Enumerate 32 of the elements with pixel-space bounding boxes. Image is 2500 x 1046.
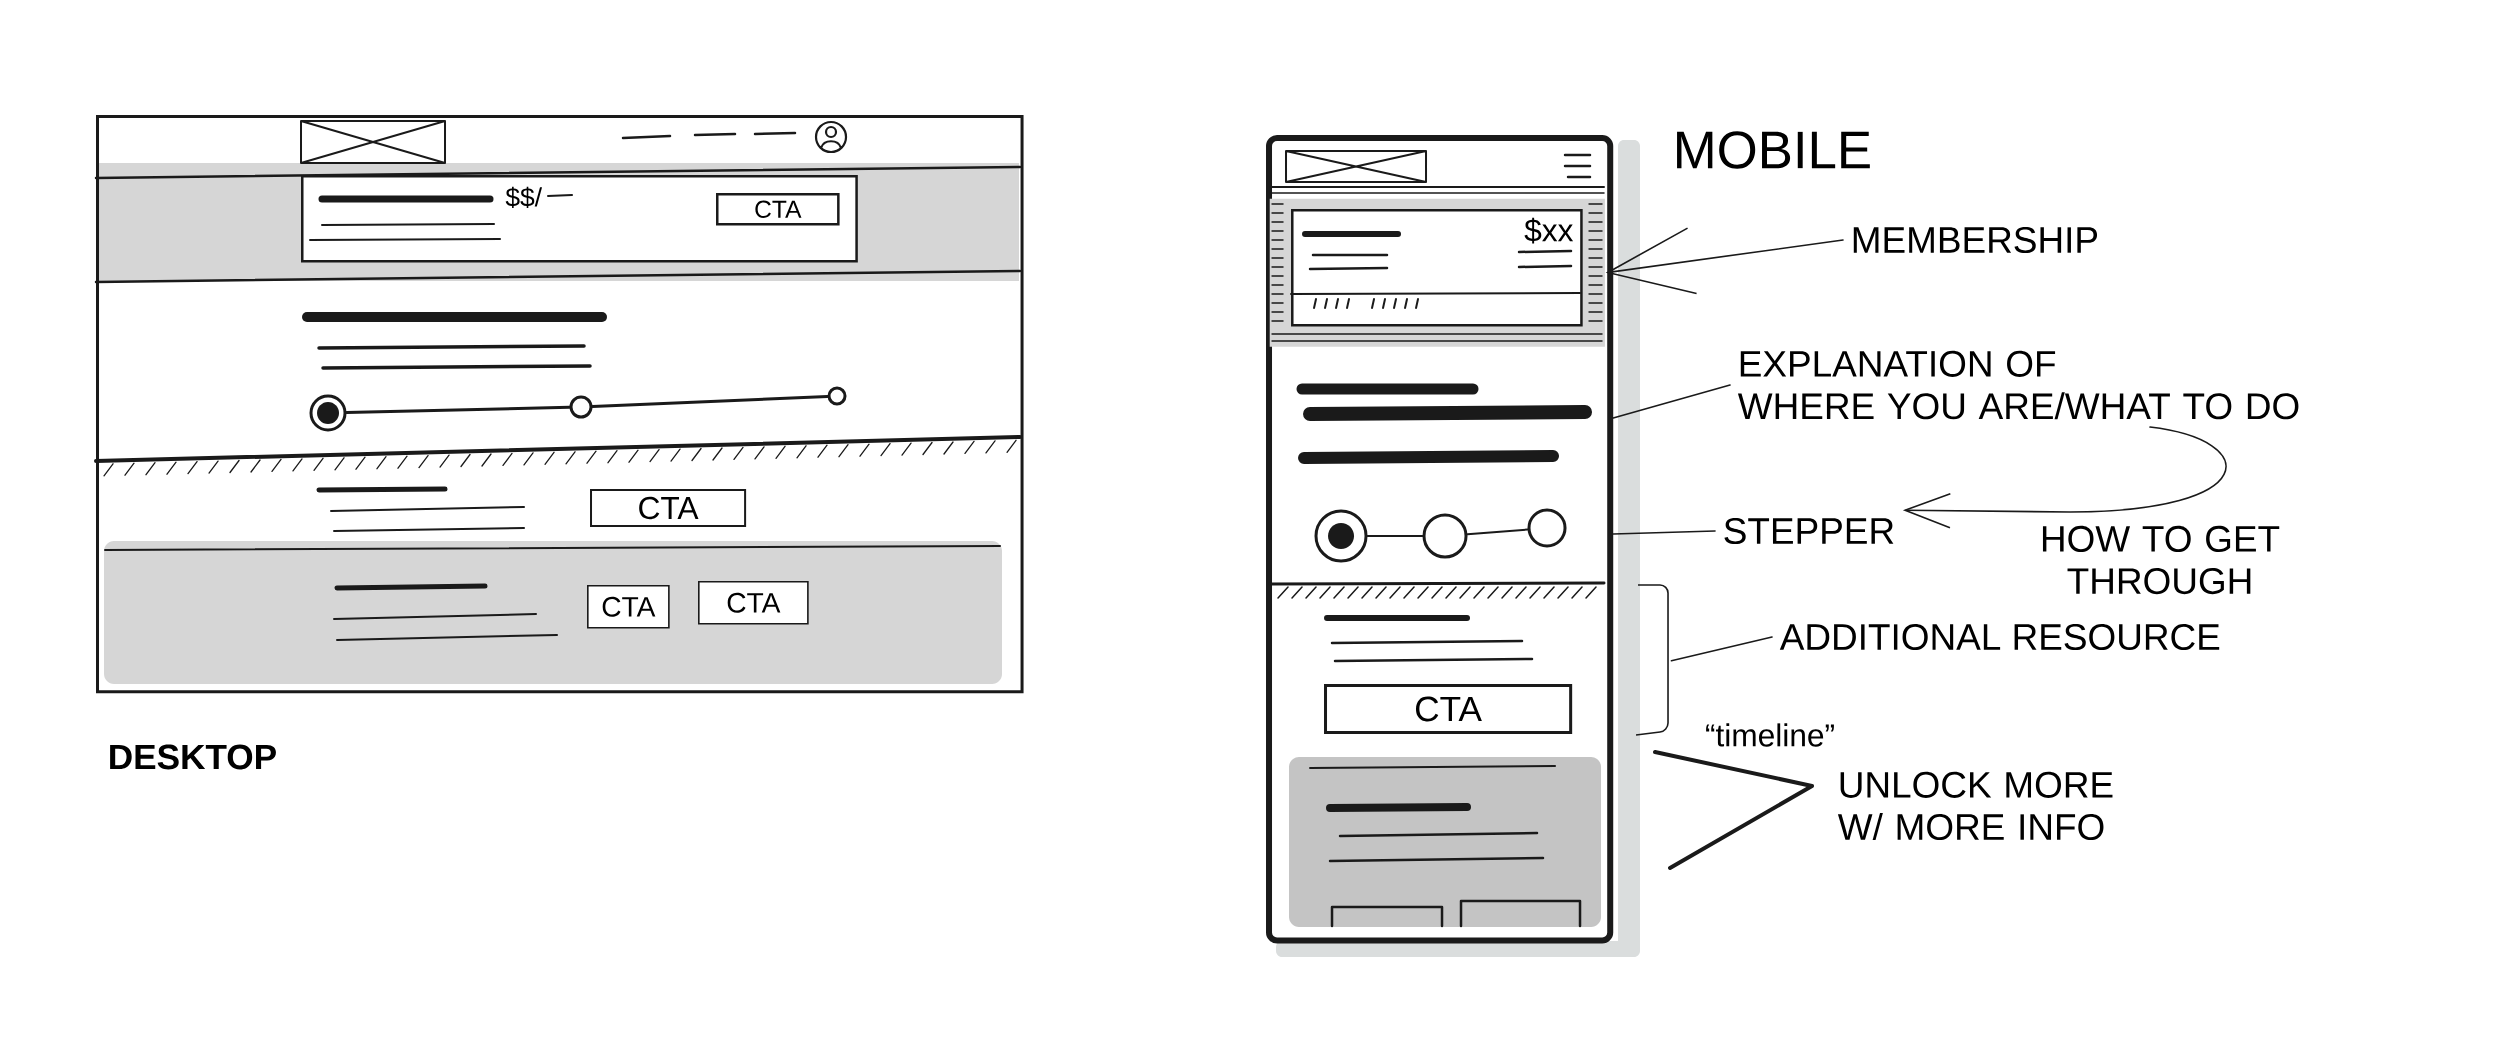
annotation: EXPLANATION OF WHERE YOU ARE/WHAT TO DO <box>1737 350 2299 420</box>
frame-label: DESKTOP <box>110 744 276 770</box>
bracket <box>1635 584 1669 736</box>
frame-label: MOBILE <box>1677 131 1870 169</box>
cta-button: CTA <box>587 585 670 629</box>
cta-button: CTA <box>698 581 809 625</box>
annotation: UNLOCK MORE W/ MORE INFO <box>1837 771 2113 841</box>
cta-button: CTA <box>716 193 840 226</box>
leader-line <box>1612 384 1731 419</box>
step-circle <box>569 395 593 419</box>
cta-button: CTA <box>590 489 747 527</box>
annotation: ADDITIONAL RESOURCE <box>1779 623 2220 651</box>
step-line <box>1466 528 1529 536</box>
step-line <box>591 394 829 408</box>
leader-line <box>1612 530 1716 535</box>
cta-button: CTA <box>1324 684 1573 735</box>
annotation: MEMBERSHIP <box>1853 226 2098 254</box>
step-circle <box>1422 513 1468 559</box>
arrow <box>1902 426 2227 529</box>
annotation: STEPPER <box>1724 517 1894 545</box>
step-circle <box>1527 508 1567 548</box>
leader-line <box>1670 636 1773 662</box>
edge-label: HOW TO GET THROUGH <box>2042 525 2280 595</box>
step-line <box>345 405 571 415</box>
price-card: $xx <box>1291 209 1583 327</box>
step-circle <box>827 386 847 406</box>
annotation: “timeline” <box>1706 723 1834 747</box>
step-circle <box>309 394 347 432</box>
step-line <box>1366 535 1424 537</box>
step-circle <box>1314 509 1368 563</box>
desktop-window <box>96 115 1024 694</box>
arrow <box>1605 227 1844 295</box>
